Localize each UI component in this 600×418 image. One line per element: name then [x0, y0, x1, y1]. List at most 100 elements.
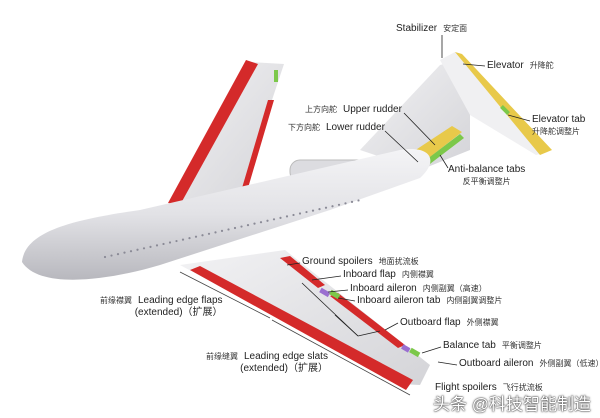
- cabin-window: [311, 209, 315, 212]
- cabin-window: [116, 253, 120, 256]
- cabin-window: [272, 218, 276, 221]
- cabin-window: [162, 242, 165, 246]
- cabin-window: [279, 216, 282, 219]
- cabin-window: [136, 248, 139, 251]
- label-en: Flight spoilers: [435, 382, 497, 393]
- label-leading-edge-flaps: 前缘襟翼 Leading edge flaps(extended)（扩展）: [100, 295, 223, 319]
- far-wing-leading-edge: [168, 60, 258, 205]
- label-en: Outboard aileron: [459, 358, 534, 369]
- label-balance-tab: Balance tab 平衡调整片: [443, 340, 542, 352]
- label-inboard-aileron-tab: Inboard aileron tab 内侧副翼调整片: [357, 295, 502, 307]
- label-zh: 外侧襟翼: [466, 318, 499, 327]
- cabin-window: [331, 205, 334, 208]
- elevator-tab-surface: [500, 105, 510, 115]
- cabin-window: [155, 244, 159, 247]
- cabin-window: [168, 241, 172, 244]
- balance-tab-surface: [409, 347, 421, 358]
- label-zh: 下方向舵: [288, 123, 320, 132]
- far-wing-tab: [274, 70, 278, 82]
- cabin-window: [220, 229, 224, 232]
- leader-lines: [286, 35, 531, 366]
- cabin-window: [240, 225, 243, 228]
- label-upper-rudder: 上方向舵 Upper rudder: [305, 104, 402, 116]
- cabin-window: [110, 254, 113, 257]
- elevator-surface: [455, 52, 552, 155]
- cabin-window: [292, 213, 295, 217]
- cabin-window: [227, 228, 230, 231]
- cabin-window: [207, 232, 211, 235]
- label-zh: 地面扰流板: [378, 257, 419, 266]
- watermark: 头条 @科技智能制造: [433, 395, 591, 414]
- label-en: Leading edge slats: [244, 351, 328, 362]
- label-zh: 外侧副翼（低速）: [539, 359, 600, 368]
- leading-edge-slats-surface: [190, 266, 413, 390]
- label-zh: 安定面: [443, 24, 468, 33]
- cabin-window: [214, 231, 217, 234]
- leading-edge-flaps-bracket: [179, 271, 271, 319]
- cabin-window: [246, 224, 250, 227]
- label-lower-rudder: 下方向舵 Lower rudder: [288, 122, 385, 134]
- cabin-window: [337, 203, 341, 206]
- cabin-window: [350, 200, 354, 203]
- label-en: Lower rudder: [326, 122, 385, 133]
- far-wing-trailing-surfaces: [242, 100, 274, 188]
- cabin-window: [259, 221, 263, 224]
- label-outboard-aileron: Outboard aileron 外侧副翼（低速）: [459, 358, 600, 370]
- label-en: Inboard aileron tab: [357, 295, 441, 306]
- near-wing: [180, 250, 430, 385]
- cabin-window: [305, 210, 308, 214]
- inboard-aileron-surface: [319, 287, 331, 298]
- cabin-window: [194, 235, 198, 238]
- label-en: Balance tab: [443, 340, 496, 351]
- cabin-window: [357, 199, 360, 202]
- label-en: Inboard flap: [343, 269, 396, 280]
- label-anti-balance-tabs: Anti-balance tabs 反平衡调整片: [448, 164, 525, 188]
- fuselage: [22, 149, 431, 280]
- label-en: Elevator: [487, 60, 524, 71]
- cabin-window: [188, 237, 191, 240]
- label-stabilizer: Stabilizer 安定面: [396, 23, 467, 35]
- label-elevator-tab: Elevator tab 升降舵调整片: [532, 114, 585, 138]
- cabin-window: [266, 219, 269, 222]
- label-en: Anti-balance tabs: [448, 164, 526, 175]
- label-en: Upper rudder: [343, 104, 402, 115]
- label-zh: 内侧副翼调整片: [446, 296, 503, 305]
- label-zh: 升降舵调整片: [532, 127, 580, 136]
- label-elevator: Elevator 升降舵: [487, 60, 554, 72]
- cabin-window: [181, 238, 185, 241]
- inboard-aileron-tab-surface: [329, 289, 341, 300]
- label-zh: 升降舵: [529, 61, 554, 70]
- label-leading-edge-slats: 前缘缝翼 Leading edge slats(extended)（扩展）: [206, 351, 328, 375]
- leading-edge-slats-bracket: [271, 319, 411, 396]
- label-sub: (extended)（扩展）: [134, 307, 223, 318]
- cabin-window: [324, 206, 328, 209]
- cabin-window: [318, 208, 321, 211]
- label-zh: 平衡调整片: [501, 341, 542, 350]
- cabin-window: [123, 251, 126, 254]
- cabin-window: [175, 239, 178, 243]
- label-zh: 前缘襟翼: [100, 296, 132, 305]
- label-en: Leading edge flaps: [138, 295, 223, 306]
- cabin-window: [201, 234, 204, 237]
- label-zh: 反平衡调整片: [462, 177, 511, 186]
- cabin-window: [344, 202, 347, 205]
- cabin-window: [298, 212, 302, 215]
- outboard-aileron-surface: [401, 344, 411, 353]
- cabin-window: [103, 255, 107, 259]
- cabin-window: [233, 226, 237, 230]
- label-en: Elevator tab: [532, 114, 586, 125]
- cabin-window: [142, 247, 146, 250]
- label-zh: 上方向舵: [305, 105, 337, 114]
- cabin-window: [253, 222, 256, 225]
- label-sub: (extended)（扩展）: [240, 363, 328, 374]
- label-en: Inboard aileron: [350, 283, 417, 294]
- label-en: Stabilizer: [396, 23, 438, 34]
- label-zh: 前缘缝翼: [206, 352, 238, 361]
